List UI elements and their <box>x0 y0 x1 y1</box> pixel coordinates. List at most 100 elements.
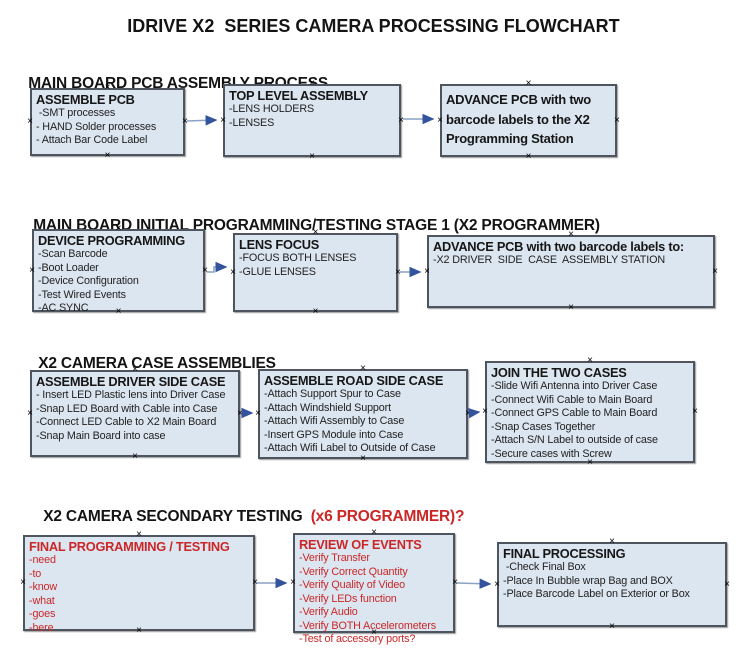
connection-handle-icon: × <box>27 116 33 127</box>
arrow <box>456 578 492 589</box>
flow-box-review-of-events: ×××× REVIEW OF EVENTS -Verify Transfer-V… <box>290 528 458 646</box>
box-item: -X2 DRIVER SIDE CASE ASSEMBLY STATION <box>433 254 665 267</box>
box-item: -LENSES <box>229 116 275 129</box>
connection-handle-icon: × <box>712 265 718 277</box>
section-heading-3: X2 CAMERA CASE ASSEMBLIES <box>30 337 276 373</box>
connection-handle-icon: × <box>371 527 377 538</box>
section-heading-text: X2 CAMERA SECONDARY TESTING <box>43 508 307 525</box>
connection-handle-icon: × <box>255 408 261 419</box>
box-items: -FOCUS BOTH LENSES-GLUE LENSES <box>239 252 392 279</box>
connection-handle-icon: × <box>290 577 296 588</box>
connection-handle-icon: × <box>27 407 33 419</box>
box-item: -Secure cases with Screw <box>491 447 612 460</box>
box-title: LENS FOCUS <box>239 237 319 252</box>
box-item: - HAND Solder processes <box>36 120 157 133</box>
box-item: - Attach Bar Code Label <box>36 134 148 147</box>
box-item: -need <box>29 554 56 567</box>
box-title: FINAL PROCESSING <box>503 546 626 561</box>
connection-handle-icon: × <box>136 529 142 540</box>
section-heading-text: X2 CAMERA CASE ASSEMBLIES <box>38 355 276 372</box>
flow-box-assemble-road-side-case: ×××× ASSEMBLE ROAD SIDE CASE -Attach Sup… <box>255 364 471 464</box>
box-item: -AC SYNC <box>38 302 89 315</box>
connection-handle-icon: × <box>237 407 243 419</box>
flow-box-assemble-driver-side-case: ×××× ASSEMBLE DRIVER SIDE CASE - Insert … <box>27 365 243 462</box>
flow-box-advance-pcb-programming-station: ×××× ADVANCE PCB with two barcode labels… <box>437 79 620 162</box>
box-item: -Test Wired Events <box>38 288 126 301</box>
box-title: FINAL PROGRAMMING / TESTING <box>29 539 230 554</box>
connection-handle-icon: × <box>182 116 188 127</box>
connection-handle-icon: × <box>525 78 532 89</box>
box-item: -Place In Bubble wrap Bag and BOX <box>503 574 673 587</box>
section-heading-suffix: (x6 PROGRAMMER)? <box>306 508 465 525</box>
flow-box-assemble-pcb: ×××× ASSEMBLE PCB -SMT processes- HAND S… <box>27 83 188 161</box>
box-item: -Slide Wifi Antenna into Driver Case <box>491 380 658 393</box>
connection-handle-icon: × <box>614 114 620 126</box>
connection-handle-icon: × <box>395 266 401 278</box>
box-item: -Verify Transfer <box>299 552 370 565</box>
box-item: -Connect LED Cable to X2 Main Board <box>36 416 217 429</box>
flow-box-lens-focus: ×××× LENS FOCUS -FOCUS BOTH LENSES-GLUE … <box>230 228 401 317</box>
connection-handle-icon: × <box>252 577 258 588</box>
box-item: -Attach Wifi Assembly to Case <box>264 415 405 428</box>
box-item: -Device Configuration <box>38 275 139 288</box>
flow-box-advance-pcb-driver-side-station: ×××× ADVANCE PCB with two barcode labels… <box>424 230 718 313</box>
box-item: -Insert GPS Module into Case <box>264 428 404 441</box>
connection-handle-icon: × <box>465 408 471 419</box>
box-item: -Verify Correct Quantity <box>299 565 408 578</box>
connection-handle-icon: × <box>230 266 236 278</box>
box-items: -SMT processes- HAND Solder processes- A… <box>36 107 179 147</box>
connection-handle-icon: × <box>398 114 404 126</box>
box-title: JOIN THE TWO CASES <box>491 365 627 380</box>
box-item: -Connect Wifi Cable to Main Board <box>491 393 653 406</box>
box-item: -Snap LED Board with Cable into Case <box>36 402 218 415</box>
box-title: ASSEMBLE DRIVER SIDE CASE <box>36 374 226 389</box>
box-items: -Scan Barcode-Boot Loader-Device Configu… <box>38 248 199 315</box>
box-item: - Insert LED Plastic lens into Driver Ca… <box>36 389 226 402</box>
arrow <box>207 261 228 273</box>
box-item: -Verify BOTH Accelerometers <box>299 619 436 632</box>
flow-box-join-the-two-cases: ×××× JOIN THE TWO CASES -Slide Wifi Ante… <box>482 356 698 468</box>
box-item: -Verify LEDs function <box>299 592 397 605</box>
flow-box-final-processing: ×××× FINAL PROCESSING -Check Final Box-P… <box>494 537 730 632</box>
box-item: -SMT processes <box>36 107 116 120</box>
connection-handle-icon: × <box>587 355 593 366</box>
box-item: -know <box>29 581 58 594</box>
box-items: -Check Final Box-Place In Bubble wrap Ba… <box>503 561 721 601</box>
box-item: -Verify Audio <box>299 606 358 619</box>
box-title: ADVANCE PCB with two barcode labels to: <box>433 239 684 254</box>
box-item: -Connect GPS Cable to Main Board <box>491 407 658 420</box>
connection-handle-icon: × <box>29 264 35 276</box>
connection-handle-icon: × <box>482 406 488 417</box>
box-item: -Check Final Box <box>503 561 586 574</box>
flow-box-device-programming: ×××× DEVICE PROGRAMMING -Scan Barcode-Bo… <box>29 224 208 317</box>
box-item: -Place Barcode Label on Exterior or Box <box>503 588 690 601</box>
connection-handle-icon: × <box>692 406 698 417</box>
box-items: -LENS HOLDERS-LENSES <box>229 103 395 130</box>
connection-handle-icon: × <box>202 264 208 276</box>
connection-handle-icon: × <box>724 578 730 590</box>
connection-handle-icon: × <box>360 363 366 374</box>
connection-handle-icon: × <box>609 536 615 547</box>
connection-handle-icon: × <box>452 577 458 588</box>
box-title: DEVICE PROGRAMMING <box>38 233 185 248</box>
box-item: -LENS HOLDERS <box>229 103 315 116</box>
flow-box-final-programming-testing: ×××× FINAL PROGRAMMING / TESTING -need-t… <box>20 530 258 636</box>
box-item: -goes <box>29 608 56 621</box>
connection-handle-icon: × <box>494 578 500 590</box>
connection-handle-icon: × <box>220 114 226 126</box>
box-title: REVIEW OF EVENTS <box>299 537 422 552</box>
connection-handle-icon: × <box>309 151 315 162</box>
connection-handle-icon: × <box>437 114 443 126</box>
box-item: -Attach S/N Label to outside of case <box>491 434 658 447</box>
flow-box-top-level-assembly: ×××× TOP LEVEL ASSEMBLY -LENS HOLDERS-LE… <box>220 79 404 162</box>
connection-handle-icon: × <box>104 150 111 161</box>
connection-handle-icon: × <box>568 302 574 313</box>
connection-handle-icon: × <box>525 151 532 162</box>
box-title: ASSEMBLE PCB <box>36 92 135 107</box>
box-items: -Slide Wifi Antenna into Driver Case-Con… <box>491 380 689 461</box>
connection-handle-icon: × <box>360 453 366 464</box>
section-heading-4: X2 CAMERA SECONDARY TESTING (x6 PROGRAMM… <box>35 490 464 526</box>
box-items: -X2 DRIVER SIDE CASE ASSEMBLY STATION <box>433 254 709 267</box>
box-items: -Verify Transfer-Verify Correct Quantity… <box>299 552 449 646</box>
box-items: -Attach Support Spur to Case-Attach Wind… <box>264 388 462 455</box>
